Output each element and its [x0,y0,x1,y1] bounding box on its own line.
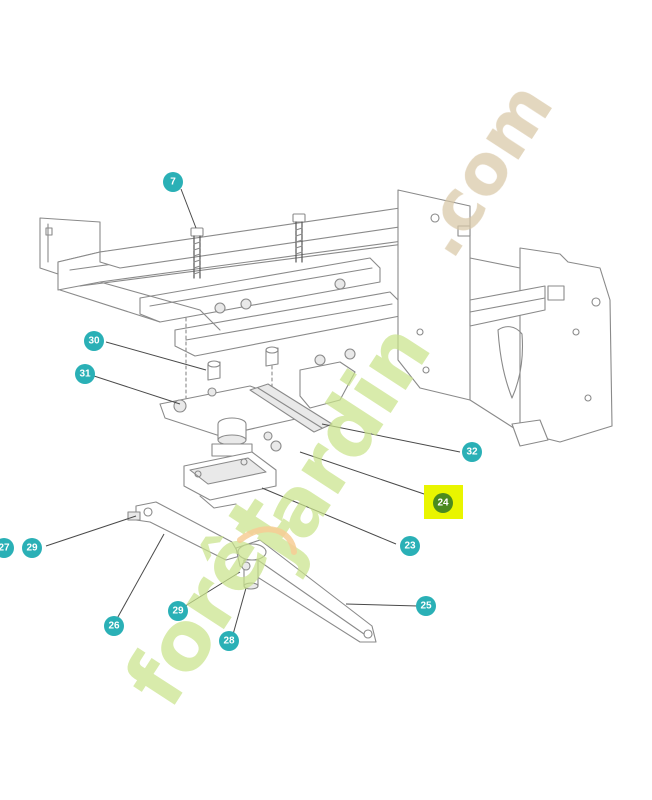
arm-26 [127,501,241,561]
callout-26: 26 [104,616,124,636]
svg-text:30: 30 [88,336,100,347]
tensioner-bracket-23 [183,451,277,509]
callout-32: 32 [462,442,482,462]
callout-29-left: 29 [22,538,42,558]
bolt-7-right [292,213,306,263]
arm-25 [235,539,377,643]
svg-text:26: 26 [108,621,120,632]
bolt-7-left [190,227,204,279]
svg-text:27: 27 [0,543,10,554]
callout-30: 30 [84,331,104,351]
svg-text:28: 28 [223,636,235,647]
svg-text:29: 29 [172,606,184,617]
svg-text:29: 29 [26,543,38,554]
frame-nuts [214,278,356,366]
callout-28: 28 [219,631,239,651]
callout-23: 23 [400,536,420,556]
callout-27: 27 [0,538,14,558]
svg-text:23: 23 [404,541,416,552]
callout-29-center: 29 [168,601,188,621]
callout-7: 7 [163,172,183,192]
callout-25: 25 [416,596,436,616]
svg-text:25: 25 [420,601,432,612]
svg-text:.com: .com [397,68,569,271]
chassis-frame [39,189,613,447]
callout-24-highlighted: 24 [424,485,463,519]
pivot-28 [237,543,267,590]
pulley-assembly [211,417,282,457]
spring-clip-32 [249,383,333,433]
leader-lines [45,188,461,639]
svg-text:32: 32 [466,447,478,458]
svg-text:31: 31 [79,369,91,380]
callout-31: 31 [75,364,95,384]
svg-text:24: 24 [437,498,449,509]
svg-text:7: 7 [170,177,176,188]
